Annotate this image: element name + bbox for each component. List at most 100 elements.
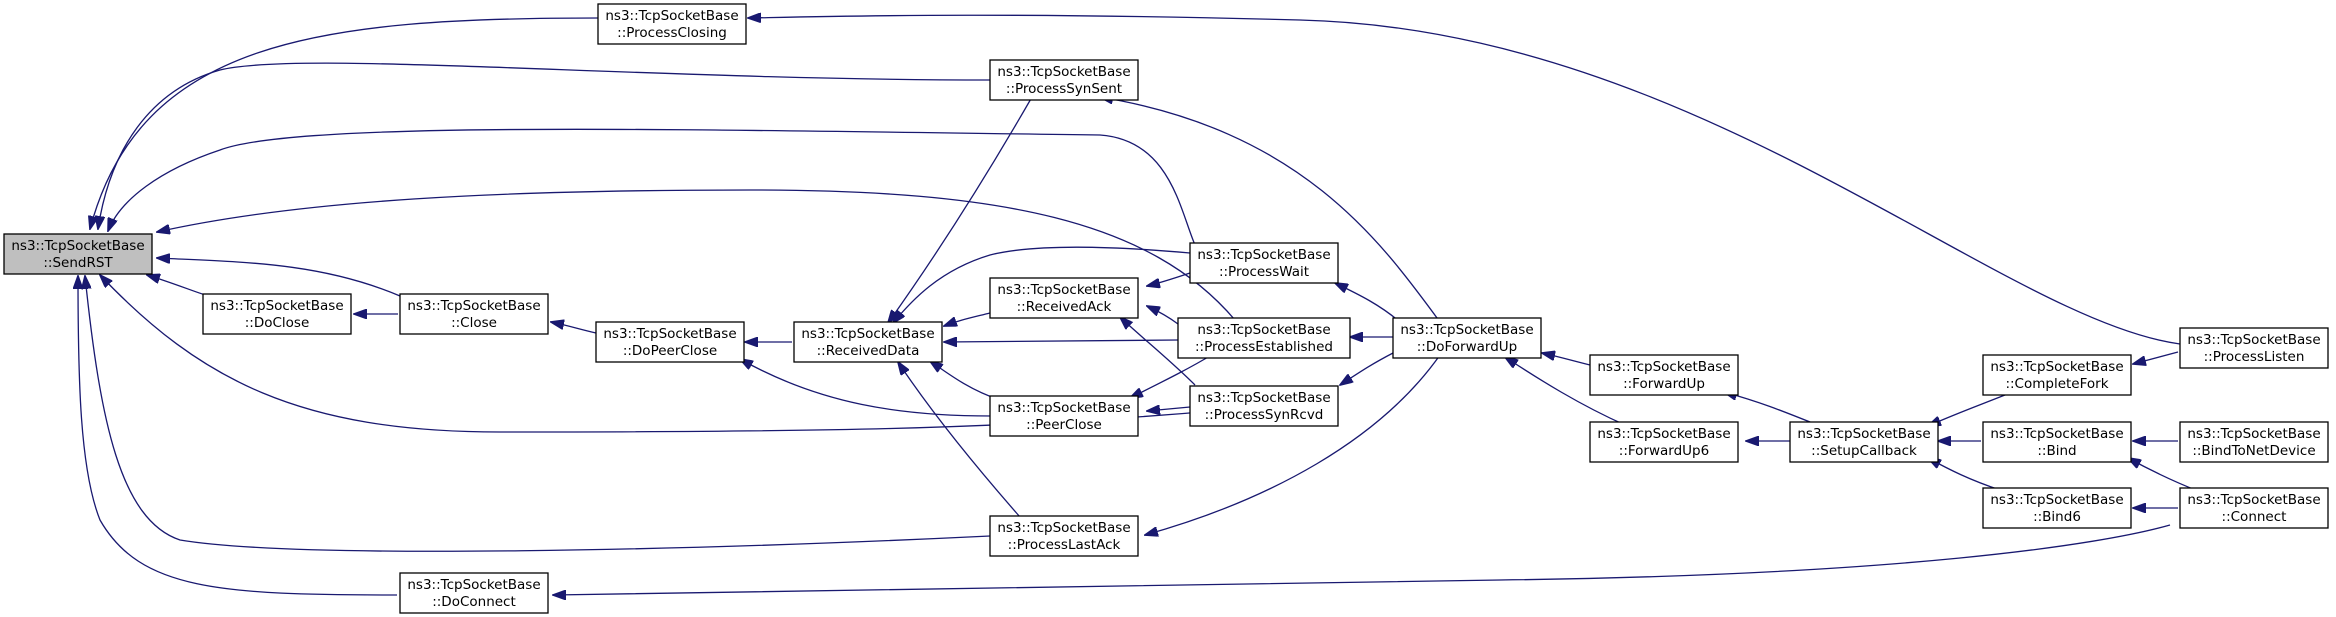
edge-synrcvd-to-receivedack (1120, 317, 1196, 386)
edge-doforwardup-to-synsent (1100, 97, 1441, 323)
node-line-1: ns3::TcpSocketBase (1197, 247, 1330, 263)
edge-completefork-to-setupcallback (1928, 392, 2011, 426)
node-sendrst[interactable]: ns3::TcpSocketBase ::SendRST (3, 233, 153, 275)
edge-lastack-to-sendrst (85, 276, 991, 552)
node-line-2: ::ForwardUp6 (1619, 443, 1709, 459)
node-line-2: ::Close (451, 315, 497, 331)
node-line-1: ns3::TcpSocketBase (1597, 359, 1730, 375)
edge-wait-to-receivedack (1147, 272, 1191, 286)
edge-peerclose-to-receiveddata (930, 361, 1001, 401)
edge-doforwardup-to-synrcvd (1340, 352, 1394, 385)
node-processlisten[interactable]: ns3::TcpSocketBase ::ProcessListen (2179, 327, 2329, 369)
edge-doclose-to-sendrst (147, 275, 209, 297)
edge-forwardup-to-doforwardup (1542, 353, 1591, 366)
node-line-2: ::ReceivedAck (1017, 299, 1112, 315)
node-line-2: ::ProcessWait (1219, 264, 1309, 280)
node-bind[interactable]: ns3::TcpSocketBase ::Bind (1982, 421, 2132, 463)
node-line-1: ns3::TcpSocketBase (1990, 359, 2123, 375)
node-processestablished[interactable]: ns3::TcpSocketBase ::ProcessEstablished (1177, 317, 1351, 359)
edge-wait-to-receiveddata (893, 246, 1191, 323)
node-line-2: ::ProcessLastAck (1008, 537, 1121, 553)
node-line-2: ::ProcessSynRcvd (1205, 407, 1324, 423)
node-processsynsent[interactable]: ns3::TcpSocketBase ::ProcessSynSent (989, 59, 1139, 101)
edge-closing-to-sendrst (90, 17, 599, 229)
node-line-1: ns3::TcpSocketBase (2187, 332, 2320, 348)
node-line-1: ns3::TcpSocketBase (801, 326, 934, 342)
node-line-1: ns3::TcpSocketBase (997, 282, 1130, 298)
node-line-2: ::SendRST (43, 255, 113, 271)
edge-setupcallback-to-forwardup (1724, 392, 1816, 425)
node-line-2: ::ProcessClosing (617, 25, 727, 41)
edge-processlisten-to-closing (748, 15, 2181, 345)
node-doforwardup[interactable]: ns3::TcpSocketBase ::DoForwardUp (1392, 317, 1542, 359)
node-line-1: ns3::TcpSocketBase (2187, 492, 2320, 508)
node-line-1: ns3::TcpSocketBase (1197, 390, 1330, 406)
node-line-2: ::DoClose (245, 315, 310, 331)
node-line-1: ns3::TcpSocketBase (1990, 426, 2123, 442)
node-receivedack[interactable]: ns3::TcpSocketBase ::ReceivedAck (989, 277, 1139, 319)
edge-dopeerclose-to-close (551, 322, 597, 334)
node-receiveddata[interactable]: ns3::TcpSocketBase ::ReceivedData (793, 321, 943, 363)
node-processwait[interactable]: ns3::TcpSocketBase ::ProcessWait (1189, 242, 1339, 284)
node-line-1: ns3::TcpSocketBase (1797, 426, 1930, 442)
node-line-1: ns3::TcpSocketBase (1990, 492, 2123, 508)
node-line-2: ::BindToNetDevice (2192, 443, 2315, 459)
node-line-2: ::DoForwardUp (1417, 339, 1518, 355)
edge-lastack-to-receiveddata (898, 362, 1021, 518)
edge-bind6-to-setupcallback (1928, 458, 2001, 491)
node-line-2: ::DoConnect (432, 594, 516, 610)
edge-wait-to-sendrst (108, 128, 1196, 246)
node-forwardup6[interactable]: ns3::TcpSocketBase ::ForwardUp6 (1589, 421, 1739, 463)
node-line-2: ::Connect (2222, 509, 2287, 525)
node-processsynrcvd[interactable]: ns3::TcpSocketBase ::ProcessSynRcvd (1189, 385, 1339, 427)
node-line-2: ::SetupCallback (1811, 443, 1917, 459)
node-bind6[interactable]: ns3::TcpSocketBase ::Bind6 (1982, 487, 2132, 529)
node-line-1: ns3::TcpSocketBase (1400, 322, 1533, 338)
edge-connect-to-doconnect (553, 524, 2171, 595)
node-bindtonetdevice[interactable]: ns3::TcpSocketBase ::BindToNetDevice (2179, 421, 2329, 463)
node-forwardup[interactable]: ns3::TcpSocketBase ::ForwardUp (1589, 354, 1739, 396)
node-processclosing[interactable]: ns3::TcpSocketBase ::ProcessClosing (597, 3, 747, 45)
edge-synsent-to-receiveddata (888, 96, 1033, 323)
node-line-1: ns3::TcpSocketBase (1197, 322, 1330, 338)
edge-established-to-receiveddata (944, 340, 1179, 342)
node-line-1: ns3::TcpSocketBase (997, 64, 1130, 80)
node-line-2: ::CompleteFork (2005, 376, 2108, 392)
edge-doforwardup-to-wait (1335, 283, 1401, 323)
node-connect[interactable]: ns3::TcpSocketBase ::Connect (2179, 487, 2329, 529)
node-doclose[interactable]: ns3::TcpSocketBase ::DoClose (202, 293, 352, 335)
node-line-1: ns3::TcpSocketBase (997, 400, 1130, 416)
node-line-2: ::Bind6 (2033, 509, 2081, 525)
node-line-1: ns3::TcpSocketBase (210, 298, 343, 314)
node-line-2: ::Bind (2037, 443, 2076, 459)
node-line-1: ns3::TcpSocketBase (605, 8, 738, 24)
node-line-2: ::ProcessSynSent (1006, 81, 1122, 97)
edge-forwardup6-to-doforwardup (1505, 357, 1626, 426)
edge-receivedack-to-receiveddata (944, 312, 991, 326)
nodes-layer: ns3::TcpSocketBase ::SendRST ns3::TcpSoc… (3, 3, 2329, 614)
edge-doforwardup-to-lastack (1145, 354, 1441, 535)
node-setupcallback[interactable]: ns3::TcpSocketBase ::SetupCallback (1789, 421, 1939, 463)
edge-connect-to-bind (2128, 458, 2199, 492)
node-peerclose[interactable]: ns3::TcpSocketBase ::PeerClose (989, 395, 1139, 437)
node-doconnect[interactable]: ns3::TcpSocketBase ::DoConnect (399, 572, 549, 614)
node-line-2: ::ReceivedData (817, 343, 920, 359)
node-processlastack[interactable]: ns3::TcpSocketBase ::ProcessLastAck (989, 515, 1139, 557)
node-completefork[interactable]: ns3::TcpSocketBase ::CompleteFork (1982, 354, 2132, 396)
edge-synrcvd-to-peerclose (1147, 407, 1191, 411)
edge-peerclose-to-dopeerclose (740, 359, 993, 417)
node-line-1: ns3::TcpSocketBase (407, 577, 540, 593)
edge-synsent-to-sendrst (98, 62, 991, 229)
node-line-1: ns3::TcpSocketBase (603, 326, 736, 342)
node-close[interactable]: ns3::TcpSocketBase ::Close (399, 293, 549, 335)
node-line-1: ns3::TcpSocketBase (1597, 426, 1730, 442)
node-line-2: ::ProcessListen (2204, 349, 2305, 365)
node-line-2: ::ForwardUp (1623, 376, 1705, 392)
node-line-1: ns3::TcpSocketBase (997, 520, 1130, 536)
node-dopeerclose[interactable]: ns3::TcpSocketBase ::DoPeerClose (595, 321, 745, 363)
node-line-1: ns3::TcpSocketBase (11, 238, 144, 254)
node-line-2: ::DoPeerClose (623, 343, 717, 359)
edge-processlisten-to-completefork (2133, 351, 2179, 364)
node-line-1: ns3::TcpSocketBase (407, 298, 540, 314)
